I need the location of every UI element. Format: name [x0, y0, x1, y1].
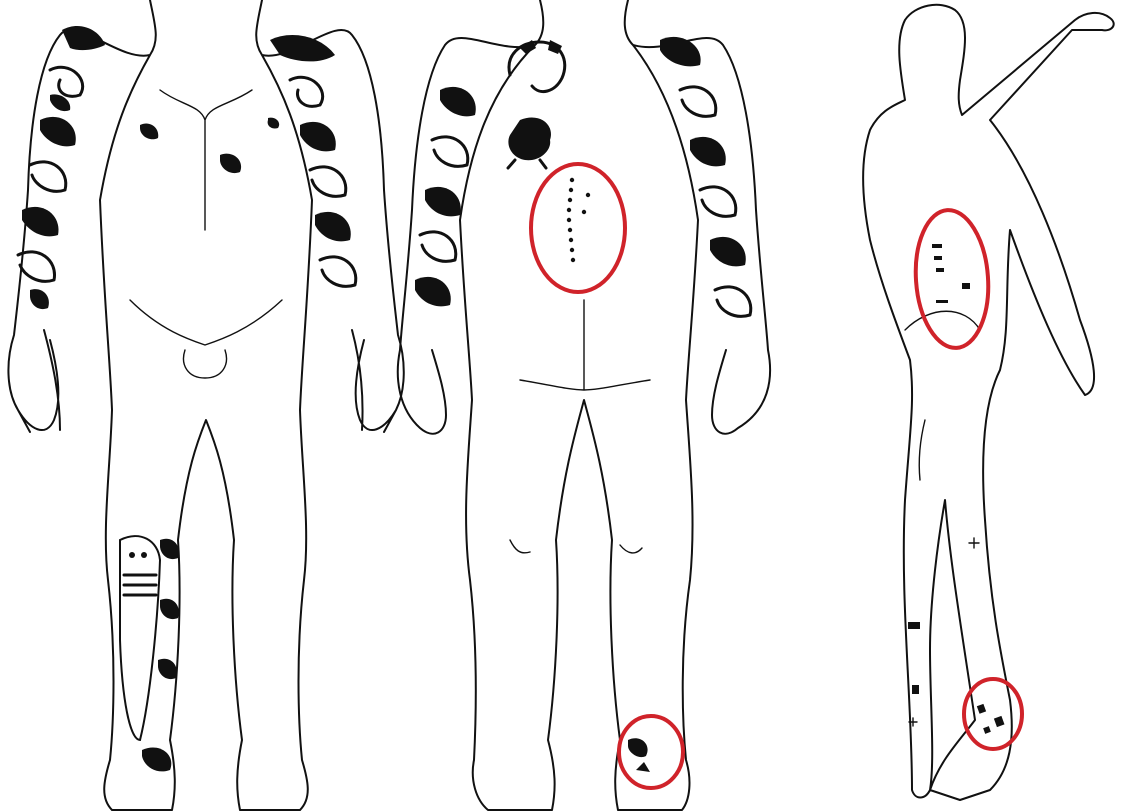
side-view-thigh-line [919, 420, 925, 480]
back-view-spine-dots [567, 178, 590, 262]
front-view-right-sleeve-tattoo [270, 35, 356, 286]
side-view-shin-mark [912, 685, 919, 694]
front-view-figure [8, 0, 403, 810]
front-view-left-sleeve-tattoo [18, 26, 105, 309]
highlight-back-right-ankle [619, 716, 683, 788]
back-view-ankle-tattoo [628, 738, 650, 772]
front-view-outline [8, 0, 403, 810]
back-view-knee-lines [510, 540, 642, 553]
back-view-shoulder-tattoo [508, 40, 565, 168]
highlight-ellipses [531, 164, 1022, 788]
side-view-hip-line [905, 311, 980, 330]
back-view-buttocks-line [520, 300, 650, 390]
side-view-ankle-marks [977, 704, 1005, 734]
side-view-calf-mark [908, 622, 920, 629]
side-view-lower-back-marks [932, 244, 970, 303]
highlight-side-lower-back [911, 208, 992, 351]
highlight-side-ankle [964, 679, 1022, 749]
back-view-left-sleeve-tattoo [415, 87, 476, 307]
front-view-chest-tattoo [140, 118, 279, 173]
highlight-back-spine-dots [531, 164, 625, 292]
back-view-outline [398, 0, 770, 810]
back-view-figure [398, 0, 770, 810]
